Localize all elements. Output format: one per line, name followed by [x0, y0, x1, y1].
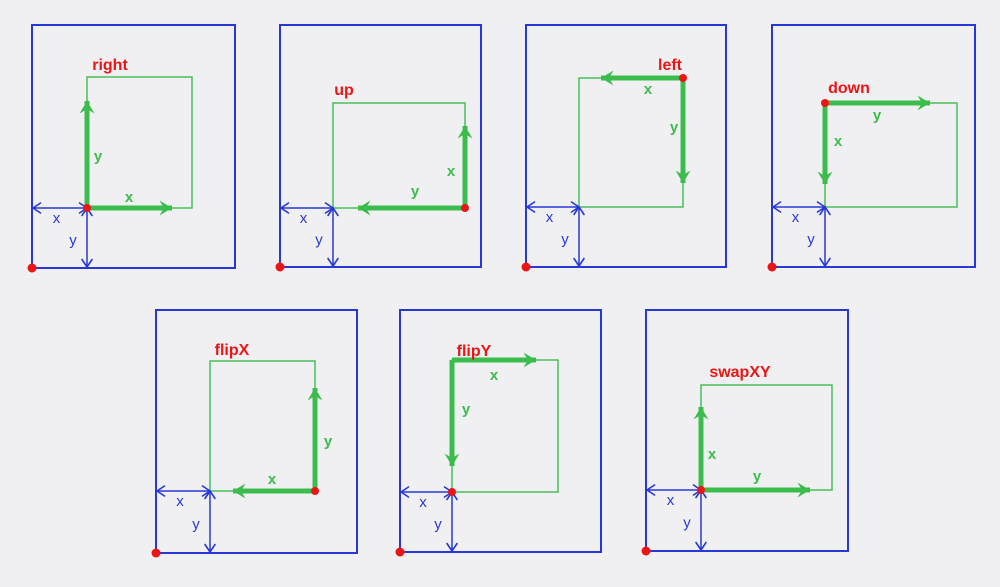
- axis-y-label: y: [462, 401, 471, 418]
- origin-dot: [697, 486, 705, 494]
- dim-y-label: y: [434, 516, 442, 533]
- dim-x-label: x: [667, 492, 675, 509]
- dim-x-label: x: [176, 493, 184, 510]
- container-rect: [645, 309, 849, 552]
- origin-dot: [679, 74, 687, 82]
- container-rect: [771, 24, 976, 268]
- axis-y-label: y: [94, 148, 103, 165]
- corner-dot: [521, 262, 531, 272]
- sprite-rect: [209, 360, 316, 492]
- sprite-rect: [824, 102, 958, 208]
- corner-dot: [27, 263, 37, 273]
- origin-dot: [461, 204, 469, 212]
- container-rect: [155, 309, 358, 554]
- dim-x-label: x: [792, 209, 800, 226]
- sprite-rect: [700, 384, 833, 491]
- panel-title: right: [92, 57, 128, 74]
- axis-x-label: x: [447, 163, 456, 180]
- dim-y-label: y: [192, 516, 200, 533]
- corner-dot: [275, 262, 285, 272]
- container-rect: [31, 24, 236, 269]
- container-rect: [525, 24, 727, 268]
- origin-dot: [311, 487, 319, 495]
- axis-y-label: y: [873, 107, 882, 124]
- axis-y-label: y: [411, 183, 420, 200]
- dim-x-label: x: [546, 209, 554, 226]
- origin-dot: [448, 488, 456, 496]
- axis-x-label: x: [268, 471, 277, 488]
- sprite-rect: [332, 102, 466, 209]
- panel-title: up: [334, 82, 354, 99]
- dim-x-label: x: [300, 210, 308, 227]
- sprite-rect: [451, 359, 559, 493]
- panel-title: swapXY: [709, 364, 771, 381]
- container-rect: [279, 24, 482, 268]
- dim-y-label: y: [807, 231, 815, 248]
- corner-dot: [641, 546, 651, 556]
- dim-y-label: y: [69, 232, 77, 249]
- axis-y-label: y: [324, 433, 333, 450]
- dim-y-label: y: [683, 515, 691, 532]
- sprite-rect: [578, 77, 684, 208]
- panel-title: flipY: [457, 343, 492, 360]
- origin-dot: [821, 99, 829, 107]
- dim-x-label: x: [53, 210, 61, 227]
- axis-x-label: x: [490, 367, 499, 384]
- panel-title: flipX: [215, 342, 250, 359]
- dim-y-label: y: [315, 232, 323, 249]
- origin-dot: [83, 204, 91, 212]
- sprite-rect: [86, 76, 193, 209]
- axis-y-label: y: [753, 468, 762, 485]
- axis-y-label: y: [670, 119, 679, 136]
- corner-dot: [151, 548, 161, 558]
- axis-x-label: x: [125, 189, 134, 206]
- axis-x-label: x: [834, 133, 843, 150]
- axis-x-label: x: [644, 81, 653, 98]
- dim-x-label: x: [419, 494, 427, 511]
- panel-title: left: [658, 57, 683, 74]
- dim-y-label: y: [561, 231, 569, 248]
- corner-dot: [395, 547, 405, 557]
- panel-title: down: [828, 80, 870, 97]
- corner-dot: [767, 262, 777, 272]
- container-rect: [399, 309, 602, 553]
- axis-x-label: x: [708, 446, 717, 463]
